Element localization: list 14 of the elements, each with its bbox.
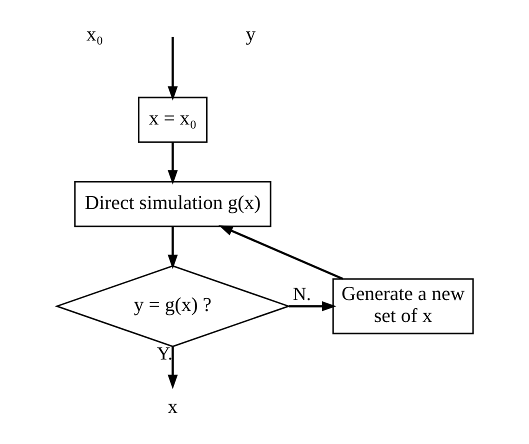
node-diamond: y = g(x) ?: [54, 265, 290, 348]
arrow: [167, 36, 178, 101]
arrow: [167, 226, 178, 270]
arrow: [218, 225, 343, 280]
node-box: x = x₀: [137, 96, 208, 143]
node-box: Direct simulation g(x): [74, 181, 271, 228]
node-text: x: [167, 396, 178, 418]
arrow: [288, 301, 336, 312]
label: y: [245, 23, 256, 46]
label: x₀: [86, 23, 103, 46]
arrow: [167, 346, 178, 390]
edge-label: N.: [292, 284, 310, 306]
arrow: [167, 142, 178, 185]
node-box: Generate a new set of x: [332, 278, 474, 334]
